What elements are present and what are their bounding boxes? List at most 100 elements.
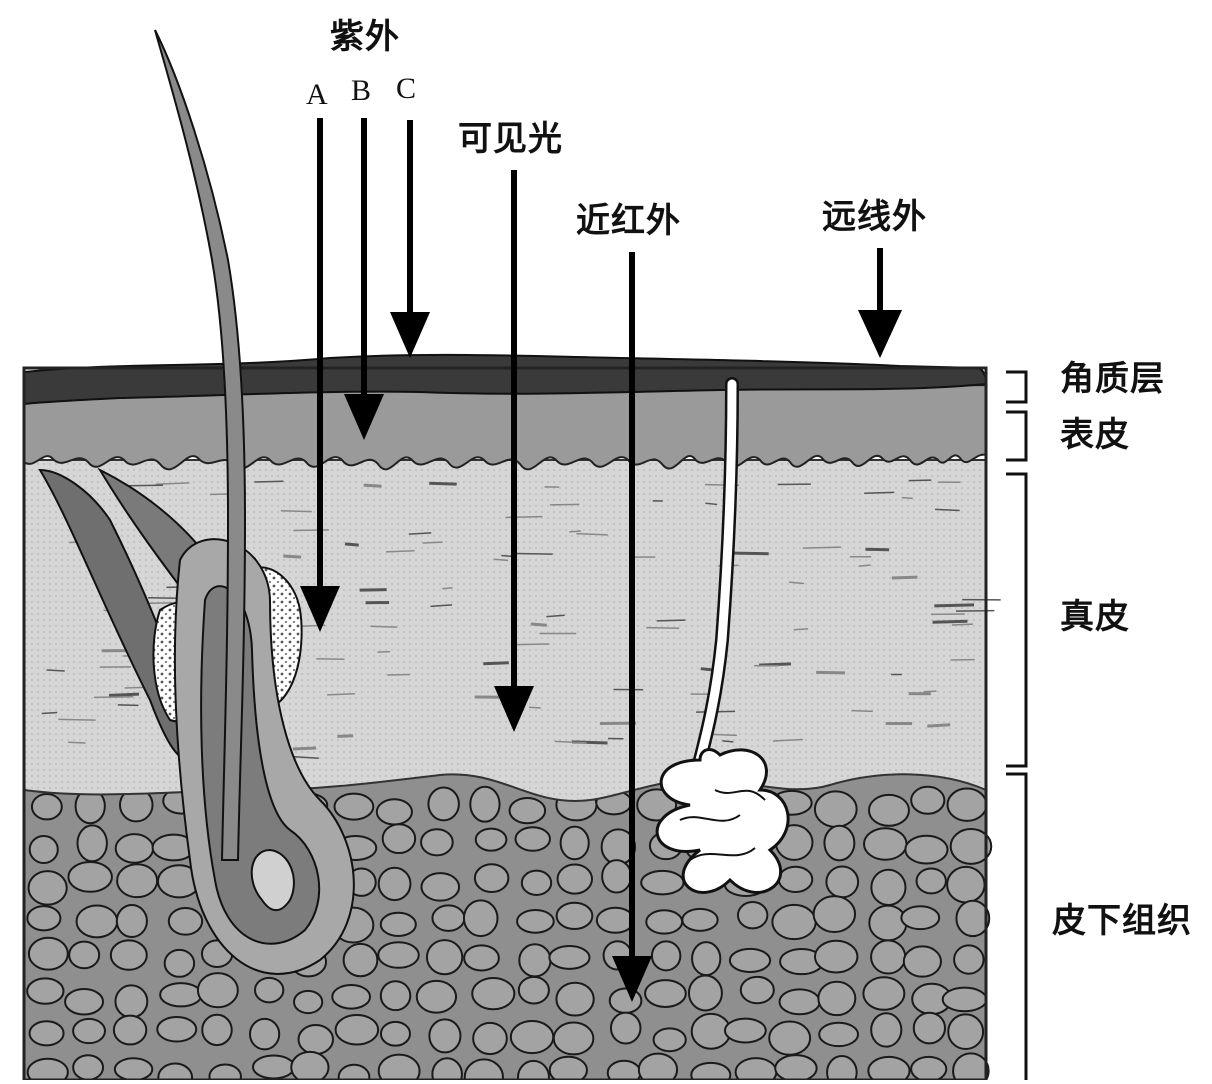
fat-cell bbox=[815, 941, 857, 973]
fat-cell bbox=[818, 982, 855, 1015]
fat-cell bbox=[692, 942, 720, 975]
fat-cell bbox=[255, 978, 283, 1003]
dermis-fiber bbox=[109, 694, 139, 695]
fat-cell bbox=[378, 942, 419, 968]
dermis-fiber bbox=[734, 553, 768, 554]
fat-cell bbox=[917, 868, 946, 893]
dermis-fiber bbox=[956, 611, 994, 612]
fat-cell bbox=[68, 862, 112, 892]
fat-cell bbox=[639, 1054, 677, 1080]
fat-cell bbox=[27, 906, 60, 930]
fat-cell bbox=[827, 1056, 857, 1080]
fat-cell bbox=[780, 989, 820, 1014]
dermis-fiber bbox=[370, 626, 397, 627]
fat-cell bbox=[741, 977, 774, 1003]
fat-cell bbox=[432, 905, 464, 930]
dermis-fiber bbox=[927, 725, 950, 726]
fat-cell bbox=[549, 946, 589, 969]
dermis-fiber bbox=[483, 663, 509, 664]
fat-cell bbox=[28, 1059, 68, 1080]
dermis-fiber bbox=[442, 588, 452, 589]
dermis-fiber bbox=[364, 485, 382, 486]
epidermis-bracket bbox=[1006, 412, 1026, 460]
fat-cell bbox=[517, 910, 554, 933]
dermis-fiber bbox=[759, 664, 791, 665]
fat-cell bbox=[427, 940, 462, 974]
fat-cell bbox=[299, 1025, 333, 1054]
fat-cell bbox=[29, 871, 67, 905]
fat-cell bbox=[165, 950, 194, 977]
fat-cell bbox=[169, 908, 202, 935]
uvc-label: C bbox=[396, 74, 416, 104]
dermis-fiber bbox=[360, 590, 387, 591]
fat-cell bbox=[954, 945, 983, 973]
dermis-fiber bbox=[423, 542, 443, 543]
dermis-fiber bbox=[68, 742, 85, 743]
fat-cell bbox=[597, 908, 634, 933]
fat-cell bbox=[332, 985, 370, 1009]
fat-cell bbox=[73, 1019, 105, 1043]
uvb-label: B bbox=[351, 76, 371, 106]
fat-cell bbox=[869, 795, 909, 826]
fat-cell bbox=[429, 1019, 460, 1052]
fat-cell bbox=[472, 978, 514, 1009]
fat-cell bbox=[198, 973, 238, 1007]
fat-cell bbox=[519, 944, 550, 976]
fat-cell bbox=[516, 827, 550, 851]
fat-cell bbox=[476, 829, 507, 851]
fat-cell bbox=[911, 787, 944, 814]
fat-cell bbox=[775, 1055, 816, 1080]
fat-cell bbox=[160, 983, 201, 1006]
fat-cell bbox=[682, 909, 717, 931]
fat-cell bbox=[904, 946, 941, 976]
fat-cell bbox=[556, 983, 593, 1016]
dermis-fiber bbox=[254, 481, 283, 482]
fat-cell bbox=[32, 794, 62, 819]
fat-cell bbox=[65, 989, 103, 1014]
dermis-fiber bbox=[293, 748, 316, 749]
fat-cell bbox=[826, 867, 858, 898]
uvc-arrow bbox=[390, 120, 430, 358]
fat-cell bbox=[522, 871, 551, 895]
fat-cell bbox=[901, 906, 939, 929]
dermis-fiber bbox=[816, 672, 845, 673]
fat-cell bbox=[869, 906, 906, 941]
dermis-fiber bbox=[646, 628, 679, 629]
fat-cell bbox=[381, 913, 416, 936]
dermis-fiber bbox=[657, 620, 686, 621]
dermis-fiber bbox=[429, 483, 456, 484]
fat-cell bbox=[117, 864, 157, 897]
fat-cell bbox=[291, 1052, 328, 1080]
fat-cell bbox=[557, 903, 593, 929]
dermis-fiber bbox=[902, 498, 913, 499]
far-ir-label: 远线外 bbox=[822, 200, 927, 234]
stratum-corneum-bracket bbox=[1006, 372, 1026, 402]
dermis-fiber bbox=[892, 577, 918, 578]
dermis-fiber bbox=[42, 713, 57, 714]
dermis-fiber bbox=[711, 734, 737, 735]
dermis-fiber bbox=[909, 480, 932, 481]
fat-cell bbox=[69, 942, 99, 969]
fat-cell bbox=[953, 1053, 989, 1080]
fat-cell bbox=[157, 1017, 196, 1041]
fat-cell bbox=[464, 945, 499, 970]
fat-cell bbox=[558, 864, 592, 893]
dermis-fiber bbox=[952, 624, 973, 625]
fat-cell bbox=[824, 826, 854, 861]
dermis-label: 真皮 bbox=[1060, 600, 1130, 634]
fat-cell bbox=[905, 836, 947, 864]
fat-cell bbox=[383, 824, 415, 853]
fat-cell bbox=[863, 977, 904, 1010]
fat-cell bbox=[738, 902, 767, 928]
fat-cell bbox=[510, 798, 546, 823]
fat-cell bbox=[114, 1016, 146, 1045]
fat-cell bbox=[646, 910, 682, 933]
fat-cell bbox=[116, 834, 153, 863]
dermis-fiber bbox=[516, 554, 552, 555]
fat-cell bbox=[554, 1023, 594, 1055]
fat-cell bbox=[202, 1015, 232, 1045]
fat-cell bbox=[689, 976, 722, 1011]
uv-title-label: 紫外 bbox=[330, 20, 400, 54]
fat-cell bbox=[379, 868, 411, 900]
fat-cell bbox=[814, 896, 855, 932]
